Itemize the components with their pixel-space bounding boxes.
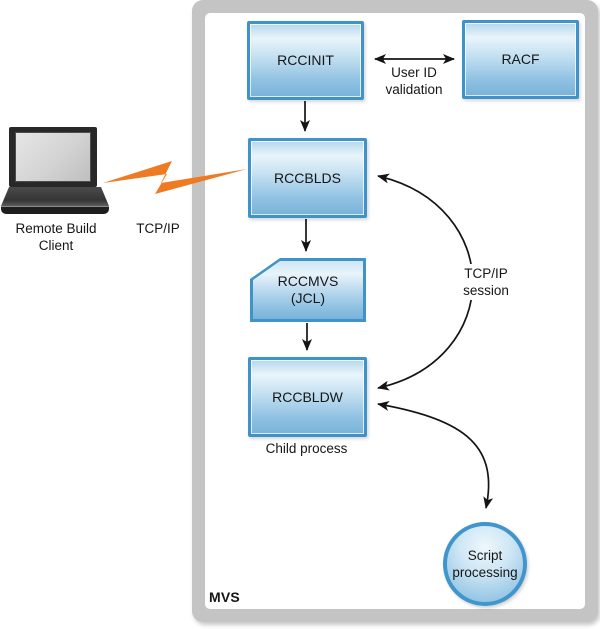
tcpip-session-line1: TCP/IP <box>464 266 508 281</box>
tcpip-session-label: TCP/IP session <box>452 264 520 300</box>
mvs-label: MVS <box>209 589 240 605</box>
laptop-base <box>1 187 109 206</box>
user-id-validation-label: User ID validation <box>366 64 462 98</box>
node-script-processing: Script processing <box>443 522 527 606</box>
node-rccmvs-label-line2: (JCL) <box>290 290 326 306</box>
user-id-validation-line2: validation <box>385 82 443 97</box>
remote-build-client-caption-line1: Remote Build <box>15 221 97 236</box>
node-script-processing-line1: Script <box>467 548 503 563</box>
node-rccbldw-label: RCCBLDW <box>272 388 343 405</box>
node-rccmvs-body: RCCMVS (JCL) <box>253 261 363 319</box>
node-rccinit: RCCINIT <box>247 21 364 100</box>
user-id-validation-line1: User ID <box>391 65 437 80</box>
node-script-processing-line2: processing <box>452 565 518 580</box>
tcpip-session-line2: session <box>463 283 509 298</box>
node-rccmvs: RCCMVS (JCL) <box>250 258 366 322</box>
node-rccmvs-label-line1: RCCMVS <box>277 273 339 289</box>
remote-build-client-caption-line2: Client <box>38 238 74 253</box>
node-racf-label: RACF <box>501 51 540 67</box>
node-racf: RACF <box>462 20 579 99</box>
tcpip-link-label: TCP/IP <box>136 221 180 236</box>
node-rccblds-label: RCCBLDS <box>274 169 341 186</box>
node-rccbldw: RCCBLDW <box>248 357 367 437</box>
laptop-bottom-edge <box>1 206 109 214</box>
node-rccblds: RCCBLDS <box>248 138 367 218</box>
child-process-caption: Child process <box>265 441 348 456</box>
remote-build-client-caption: Remote Build Client <box>0 220 112 254</box>
laptop-icon <box>9 127 97 187</box>
laptop-screen <box>15 132 91 182</box>
node-rccinit-label: RCCINIT <box>277 52 334 68</box>
